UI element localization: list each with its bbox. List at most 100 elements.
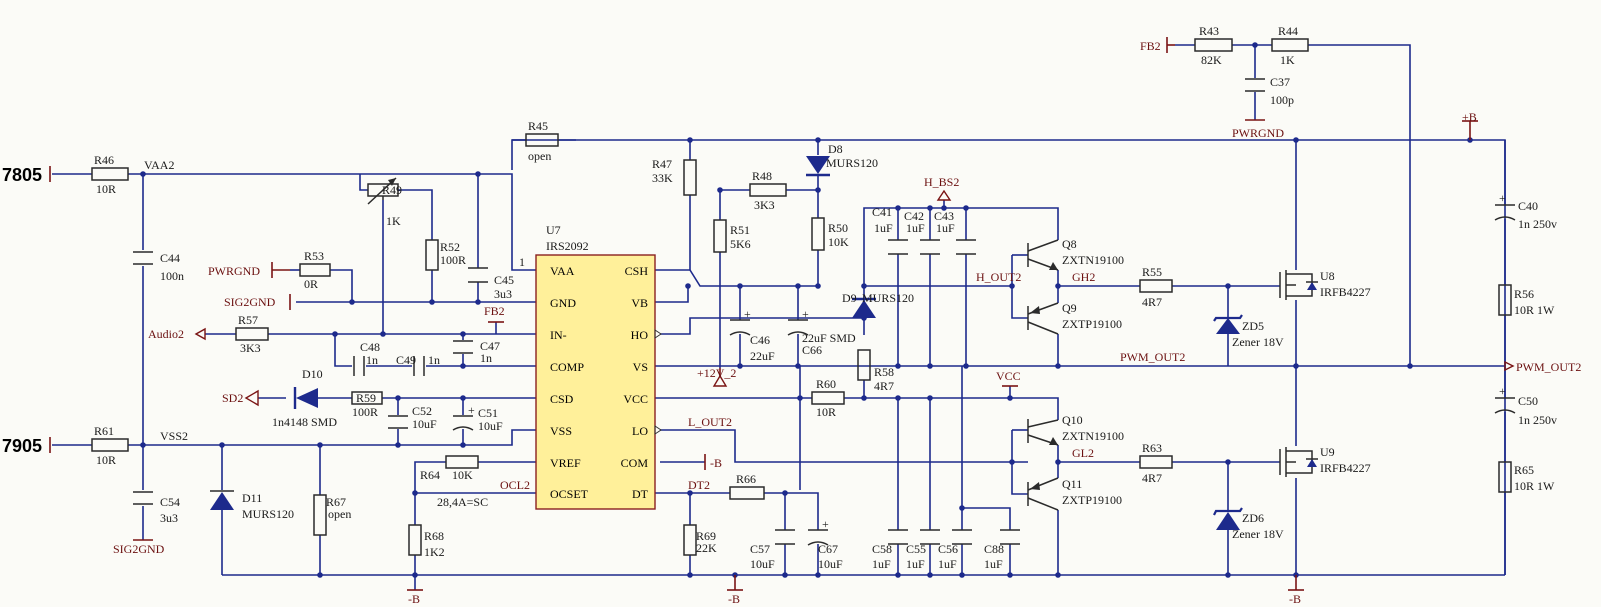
c43-ref: C43 [934,209,954,223]
pin-vs: VS [633,360,648,374]
r61-ref: R61 [94,424,114,438]
pin-gnd: GND [550,296,576,310]
r63-ref: R63 [1142,441,1162,455]
r44-ref: R44 [1278,24,1298,38]
c57-symbol [775,529,795,545]
c58-ref: C58 [872,542,892,556]
r58-body [857,349,871,381]
c46-ref: C46 [750,333,770,347]
c56-symbol [952,529,972,545]
r49-ref: R49 [382,183,402,197]
r47-val: 33K [652,171,673,185]
r60-ref: R60 [816,377,836,391]
u7-part: IRS2092 [546,239,589,253]
r61-val: 10R [96,453,116,467]
c50-symbol: + [1494,384,1516,414]
bjt-transistors [1027,239,1059,511]
ic-u7: U7 IRS2092 1 VAA GND IN- COMP CSD VSS VR… [519,223,662,510]
r43-body [1194,38,1233,52]
r57-body [235,327,269,341]
c67-symbol: + [807,517,829,546]
c41-ref: C41 [872,205,892,219]
r43-val: 82K [1201,53,1222,67]
d8-symbol [806,156,830,177]
net-7805: 7805 [2,165,42,185]
d10-symbol [293,387,318,409]
c45-ref: C45 [494,273,514,287]
c48-val: 1n [366,353,378,367]
resistors-horizontal [91,38,1309,500]
r68-body [408,524,422,556]
c51-ref: C51 [478,406,498,420]
c40-symbol: + [1494,191,1516,221]
c55-val: 1uF [906,557,925,571]
r51-ref: R51 [730,223,750,237]
net-minus-b-1: -B [408,592,420,606]
r45-body [525,133,559,147]
c44-val: 100n [160,269,184,283]
d11-symbol [210,490,234,510]
junction-dots [140,42,1473,578]
r59-ref: R59 [356,391,376,405]
net-label-text: 7805 7905 VAA2 VSS2 PWRGND SIG2GND Audio… [2,39,1581,606]
c46-symbol: + [729,307,751,336]
net-pwrgnd-left: PWRGND [208,264,260,278]
d11-val: MURS120 [242,507,294,521]
r66-ref: R66 [736,472,756,486]
r48-ref: R48 [752,169,772,183]
c37-val: 100p [1270,93,1294,107]
r58-val: 4R7 [874,379,894,393]
r53-val: 0R [304,277,318,291]
r51-body [713,219,727,253]
net-plus12v: +12V_2 [697,366,736,380]
c40-val: 1n 250v [1518,217,1557,231]
r50-val: 10K [828,235,849,249]
net-minus-b-3: -B [1289,592,1301,606]
c55-ref: C55 [906,542,926,556]
net-ports [49,37,1515,591]
r43-ref: R43 [1199,24,1219,38]
r45-ref: R45 [528,119,548,133]
r65-ref: R65 [1514,463,1534,477]
c45-symbol [468,267,488,283]
c49-val: 1n [428,353,440,367]
c49-ref: C49 [396,353,416,367]
u9-symbol [1279,447,1318,477]
net-ocl2: OCL2 [500,478,530,492]
r66-body [729,486,765,500]
d10-val: 1n4148 SMD [272,415,337,429]
c88-val: 1uF [984,557,1003,571]
net-l-out2: L_OUT2 [688,415,732,429]
c52-ref: C52 [412,404,432,418]
c48-ref: C48 [360,340,380,354]
r51-val: 5K6 [730,237,751,251]
c50-ref: C50 [1518,394,1538,408]
q10-val: ZXTN19100 [1062,429,1124,443]
c57-ref: C57 [750,542,770,556]
pin-vaa: VAA [550,264,575,278]
u8-val: IRFB4227 [1320,285,1371,299]
r49-val: 1K [386,214,401,228]
net-plus-b: +B [1462,110,1477,124]
c54-ref: C54 [160,495,180,509]
net-vcc: VCC [996,369,1021,383]
svg-text:+: + [802,307,809,321]
r64-body [445,455,479,469]
svg-text:+: + [744,307,751,321]
c52-symbol [388,415,408,429]
resistors-vertical [313,159,1512,556]
u8-symbol [1279,270,1318,300]
d9-val: MURS120 [862,291,914,305]
pin-ho: HO [631,328,649,342]
part-labels: R46 10R R61 10R C44 100n C54 3u3 D11 MUR… [94,24,1557,571]
d9-symbol [852,297,876,318]
r50-ref: R50 [828,221,848,235]
r53-body [299,263,331,277]
net-ocl-note: 28,4A=SC [437,495,488,509]
c37-symbol [1245,78,1265,92]
net-vaa2: VAA2 [144,158,174,172]
capacitors: + + + + + + [133,78,1516,546]
q11-symbol [1027,477,1059,511]
q9-val: ZXTP19100 [1062,317,1122,331]
